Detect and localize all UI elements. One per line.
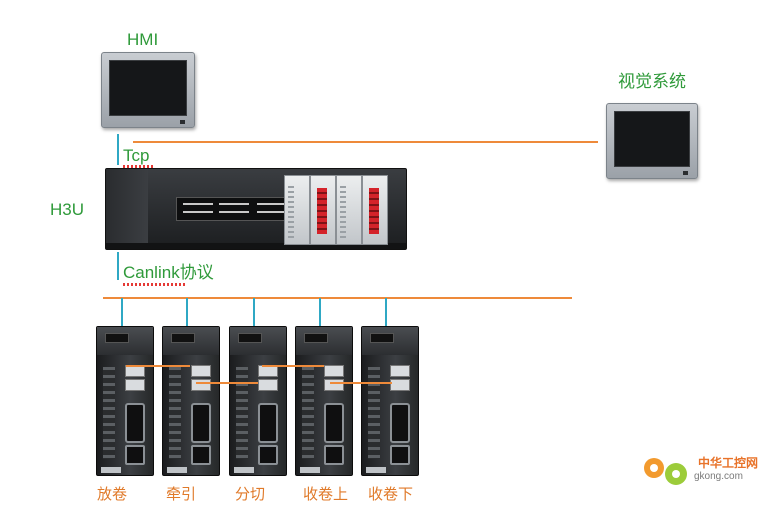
- hmi-logo-icon: [180, 120, 185, 124]
- watermark-logo: 中华工控网 gkong.com: [636, 444, 766, 494]
- io-module: [284, 175, 310, 245]
- servo-drive: [361, 326, 419, 476]
- plc-side-face: [106, 169, 148, 249]
- io-module: [362, 175, 388, 245]
- watermark-title: 中华工控网: [698, 456, 759, 470]
- io-module: [310, 175, 336, 245]
- drive-label-rewind-lower: 收卷下: [368, 486, 414, 503]
- plc-base-stripe: [106, 243, 406, 249]
- io-module: [336, 175, 362, 245]
- plc-label: H3U: [50, 200, 85, 219]
- servo-drive: [295, 326, 353, 476]
- hmi-screen: [109, 60, 187, 116]
- plc-unit: [105, 168, 407, 250]
- canlink-label: Canlink协议: [123, 263, 214, 282]
- servo-drive: [229, 326, 287, 476]
- drive-label-traction: 牵引: [166, 486, 197, 503]
- servo-drive: [96, 326, 154, 476]
- tcp-label: Tcp: [123, 146, 150, 165]
- gear-icon: [644, 458, 687, 485]
- drive-label-slitting: 分切: [235, 486, 266, 503]
- vision-panel: [606, 103, 698, 179]
- drive-label-rewind-upper: 收卷上: [303, 486, 349, 503]
- watermark-domain: gkong.com: [694, 471, 743, 482]
- spellcheck-underline: [123, 165, 153, 168]
- drive-label-unwind: 放卷: [97, 486, 128, 503]
- vision-label: 视觉系统: [618, 72, 686, 91]
- hmi-label: HMI: [127, 30, 159, 49]
- vision-screen: [614, 111, 690, 167]
- servo-drive: [162, 326, 220, 476]
- hmi-panel: [101, 52, 195, 128]
- vision-logo-icon: [683, 171, 688, 175]
- spellcheck-underline: [123, 283, 187, 286]
